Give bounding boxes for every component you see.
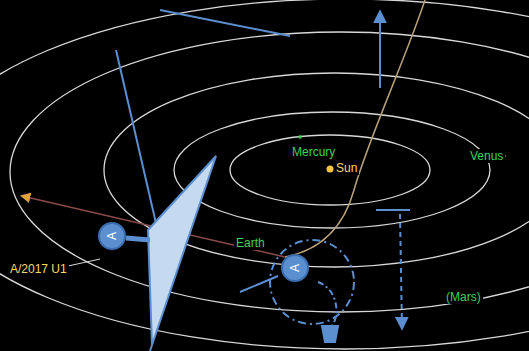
blue-line	[160, 10, 290, 36]
spacecraft-overlay	[116, 10, 410, 351]
sail-mast	[116, 50, 158, 232]
probe-symbol	[322, 326, 338, 342]
light-sail	[148, 156, 216, 345]
sail-circle: A	[98, 222, 126, 250]
blue-arrow	[379, 12, 381, 88]
trajectory	[285, 0, 425, 257]
venus-orbit	[174, 112, 490, 228]
planet-label: Sun	[334, 161, 359, 175]
sail-tail	[150, 345, 152, 351]
planet-label: Mercury	[290, 145, 337, 159]
mercury-orbit	[230, 135, 430, 205]
planet-label: Earth	[234, 236, 267, 250]
dashed-path	[318, 282, 336, 328]
dashed-arrow	[400, 214, 402, 328]
leader-line	[68, 259, 100, 266]
node-text: A	[289, 264, 301, 272]
sail-circle: A	[281, 254, 309, 282]
sail-boom	[126, 238, 150, 240]
mars-orbit	[10, 32, 529, 312]
planet-label: A/2017 U1	[8, 262, 69, 276]
planet-label: (Mars)	[444, 290, 483, 304]
node-text: A	[106, 232, 118, 240]
blue-line	[376, 209, 410, 211]
blue-line	[240, 276, 278, 292]
sun-dot	[327, 166, 334, 173]
planet-label: Venus	[468, 149, 505, 163]
capture-circle	[270, 240, 354, 324]
mercury-dot	[298, 135, 302, 139]
